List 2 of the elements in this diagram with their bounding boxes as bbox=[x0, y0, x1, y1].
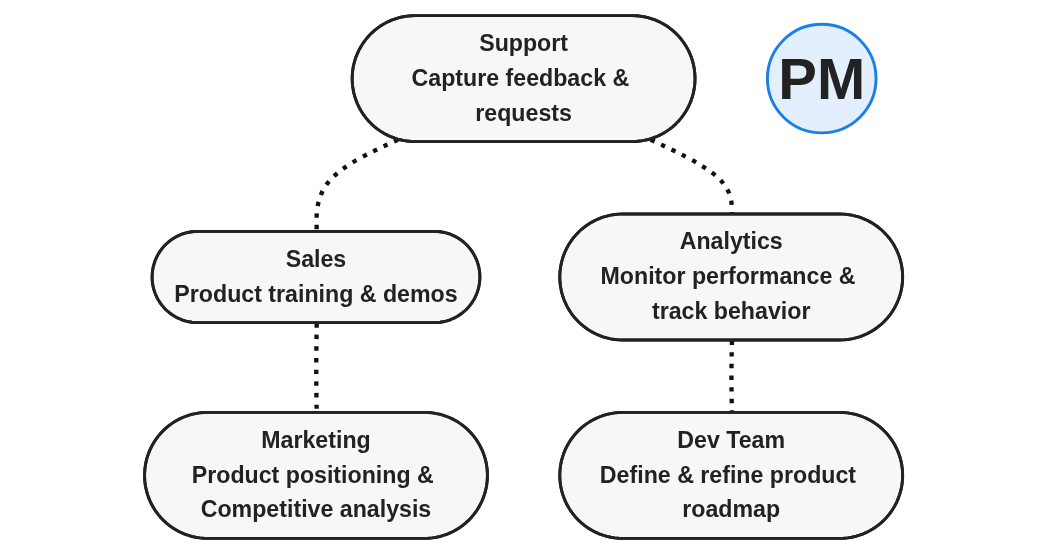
node-circle: PM bbox=[766, 22, 878, 135]
connector bbox=[650, 137, 735, 215]
